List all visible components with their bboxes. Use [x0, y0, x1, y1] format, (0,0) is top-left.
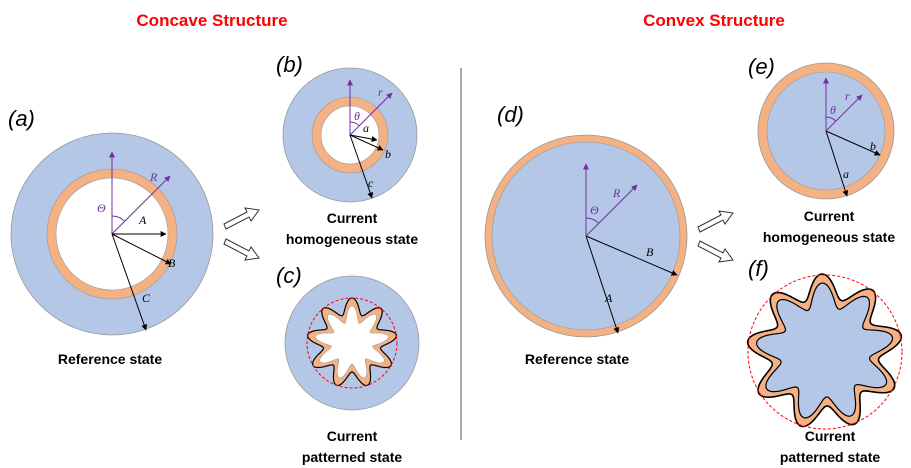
panel-e: (e) r θ b a Current homogeneous state	[748, 54, 895, 245]
panel-b-a-vector	[349, 134, 378, 142]
panel-b-r-vector	[349, 92, 393, 136]
panel-a-caption: Reference state	[58, 351, 162, 367]
panel-a-angle-arc	[111, 215, 126, 222]
panel-e-caption-line2: homogeneous state	[763, 229, 895, 245]
panel-e-label: (e)	[748, 54, 775, 79]
panel-b-a-symbol: a	[363, 121, 369, 135]
panel-e-r-symbol: r	[845, 89, 850, 103]
panel-b-angle-arc	[349, 121, 360, 127]
panel-b-c-vector	[349, 134, 374, 199]
panel-b-caption-line2: homogeneous state	[286, 231, 418, 247]
panel-a-B-vector	[111, 233, 172, 265]
panel-f-wrinkled-substrate	[755, 282, 894, 419]
panel-b-theta-symbol: θ	[354, 109, 360, 123]
panel-d-Theta-symbol: Θ	[590, 203, 599, 217]
panel-d-B-symbol: B	[646, 245, 654, 259]
panel-c: (c) Current patterned state	[276, 263, 420, 465]
panel-f-reference-circle	[747, 274, 903, 430]
panel-e-a-vector	[825, 130, 849, 197]
panel-d-R-vector	[585, 184, 638, 237]
panel-d-R-symbol: R	[612, 186, 621, 200]
panel-a-A-symbol: A	[138, 213, 147, 227]
panel-f-caption-line2: patterned state	[780, 449, 881, 465]
panel-f-label: (f)	[748, 256, 769, 281]
panel-e-theta-symbol: θ	[830, 103, 836, 117]
arrow-a-to-c	[223, 238, 260, 261]
panel-a-B-symbol: B	[168, 256, 176, 270]
panel-d-angle-arc	[585, 217, 600, 224]
arrow-d-to-e	[697, 210, 734, 233]
panel-a-C-symbol: C	[142, 291, 151, 305]
panel-a-C-vector	[111, 233, 148, 331]
panel-c-label: (c)	[276, 263, 302, 288]
panel-b-caption-line1: Current	[327, 210, 378, 226]
panel-b-label: (b)	[276, 52, 303, 77]
panel-d-caption: Reference state	[525, 351, 629, 367]
panel-b-r-symbol: r	[378, 85, 383, 99]
panel-d-A-vector	[585, 235, 620, 334]
panel-f-caption-line1: Current	[805, 428, 856, 444]
panel-c-reference-circle	[306, 297, 398, 389]
panel-d: (d) R Θ B A Reference state	[484, 102, 688, 367]
convex-structure-title: Convex Structure	[643, 11, 785, 30]
panel-b-b-symbol: b	[385, 147, 391, 161]
panel-e-r-vector	[825, 94, 863, 132]
panel-e-b-vector	[825, 130, 881, 156]
panel-c-caption-line2: patterned state	[302, 449, 403, 465]
panel-e-caption-line1: Current	[804, 208, 855, 224]
transition-arrows-left	[223, 207, 260, 261]
panel-c-caption-line1: Current	[327, 428, 378, 444]
concave-structure-title: Concave Structure	[136, 11, 287, 30]
panel-e-b-symbol: b	[870, 139, 876, 153]
panel-d-B-vector	[585, 235, 678, 276]
panel-d-A-symbol: A	[604, 291, 613, 305]
panel-b-b-vector	[349, 134, 384, 151]
panel-a-R-vector	[111, 175, 171, 235]
panel-c-wrinkled-cavity	[315, 305, 389, 379]
panel-b: (b) r θ a b c Current homogeneous state	[276, 52, 418, 247]
panel-a-label: (a)	[8, 106, 35, 131]
transition-arrows-right	[697, 210, 734, 263]
panel-e-a-symbol: a	[843, 167, 849, 181]
panel-f: (f) Current patterned state	[746, 256, 903, 465]
panel-a-Theta-symbol: Θ	[97, 201, 106, 215]
panel-a: (a) R Θ A B C Reference state	[8, 106, 214, 367]
panel-d-label: (d)	[497, 102, 524, 127]
panel-a-R-symbol: R	[149, 170, 158, 184]
panel-b-c-symbol: c	[368, 176, 374, 190]
arrow-a-to-b	[223, 207, 260, 230]
panel-e-angle-arc	[825, 116, 837, 122]
arrow-d-to-f	[697, 240, 734, 263]
